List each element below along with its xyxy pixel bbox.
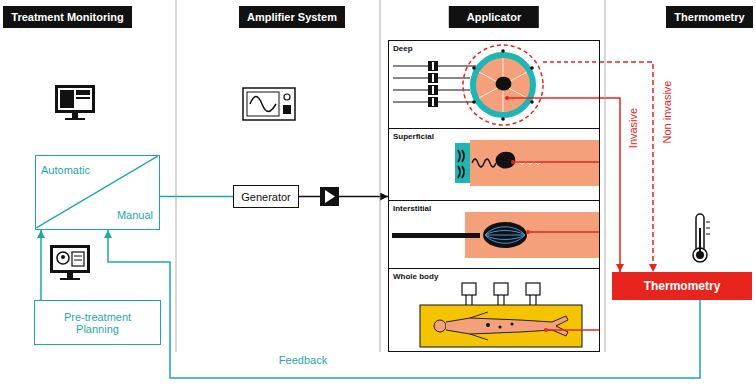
- connector: [40, 230, 42, 300]
- column-dividers: [176, 0, 605, 352]
- connector: [160, 196, 233, 198]
- applicator-panel: Superficial: [389, 128, 599, 200]
- amplifier-symbol: [320, 187, 339, 206]
- thermometry-box: Thermometry: [612, 272, 752, 300]
- control-mode-box: AutomaticManual: [35, 155, 160, 230]
- column-header: Thermometry: [666, 6, 753, 28]
- connector: [599, 98, 620, 272]
- generator-box: Generator: [233, 185, 299, 208]
- node-label: Manual: [117, 209, 153, 221]
- planning-monitor-icon: [50, 245, 90, 280]
- monitor-icon: [55, 85, 95, 120]
- connector: [599, 62, 653, 272]
- signal-generator-icon: [243, 88, 295, 120]
- node-label: Pre-treatment Planning: [41, 311, 154, 335]
- planning-box: Pre-treatment Planning: [34, 300, 161, 345]
- panel-title: Deep: [393, 44, 413, 53]
- edge-label: Non invasive: [661, 80, 673, 145]
- whole-body-applicator-illustration: [420, 283, 600, 347]
- applicator-panel: Interstitial: [389, 200, 599, 268]
- node-label: Thermometry: [644, 279, 721, 293]
- column-header-text: Amplifier System: [247, 11, 337, 23]
- applicator-frame: DeepSuperficialInterstitialWhole bodyApp…: [388, 40, 600, 352]
- column-header-text: Treatment Monitoring: [11, 11, 123, 23]
- column-header: Treatment Monitoring: [3, 6, 132, 28]
- interstitial-applicator-illustration: [392, 212, 600, 258]
- column-header-text: Applicator: [449, 6, 539, 28]
- panel-title: Superficial: [393, 132, 434, 141]
- deep-applicator-illustration: [393, 45, 600, 125]
- column-header: Amplifier System: [239, 6, 345, 28]
- superficial-applicator-illustration: [455, 140, 600, 186]
- panel-title: Interstitial: [393, 204, 431, 213]
- edge-label: Invasive: [627, 107, 639, 149]
- edge-label: Feedback: [278, 354, 328, 366]
- thermometer-icon: [693, 214, 710, 262]
- column-header-text: Thermometry: [674, 11, 744, 23]
- panel-title: Whole body: [393, 272, 438, 281]
- applicator-panel: Whole body: [389, 268, 599, 351]
- node-label: Automatic: [41, 164, 90, 176]
- applicator-panel: Deep: [389, 41, 599, 128]
- connector: [108, 230, 700, 378]
- node-label: Generator: [241, 191, 291, 203]
- connector: [299, 196, 388, 198]
